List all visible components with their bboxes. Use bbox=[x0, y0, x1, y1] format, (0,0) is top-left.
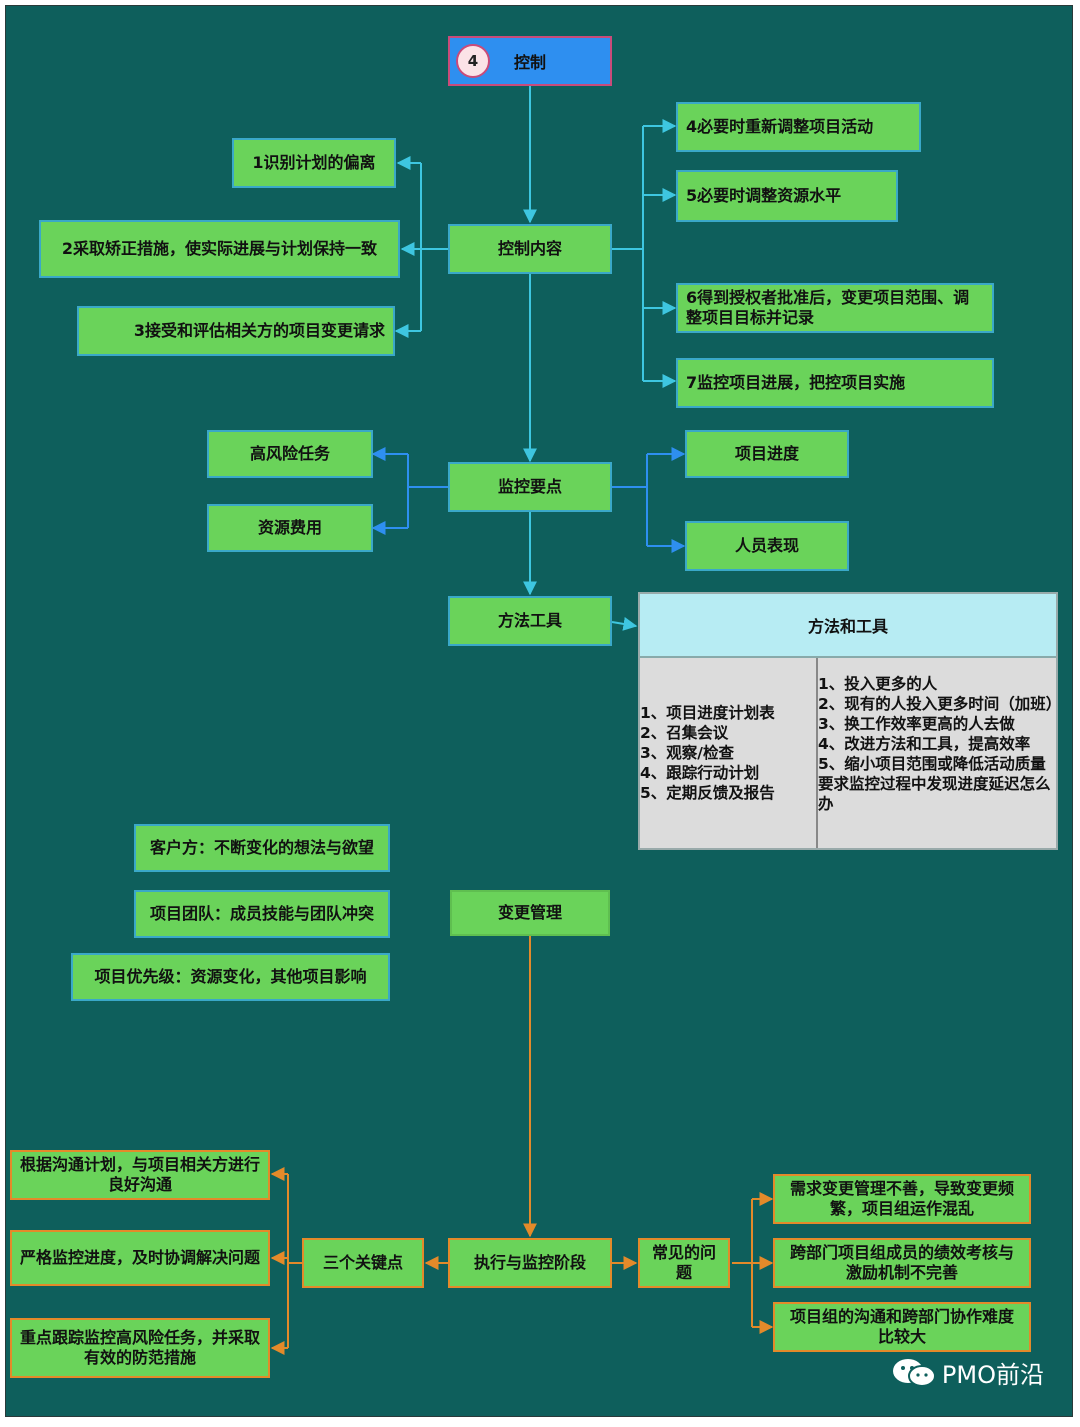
header-title: 控制 bbox=[514, 53, 547, 72]
problem-item: 跨部门项目组成员的绩效考核与激励机制不完善 bbox=[773, 1238, 1031, 1288]
control-right-item: 6得到授权者批准后，变更项目范围、调整项目目标并记录 bbox=[676, 283, 994, 333]
diagram-canvas: 4 控制 控制内容 1识别计划的偏离 2采取矫正措施，使实际进展与计划保持一致 … bbox=[5, 5, 1073, 1417]
problem-item: 需求变更管理不善，导致变更频繁，项目组运作混乱 bbox=[773, 1174, 1031, 1224]
key-point-item: 重点跟踪监控高风险任务，并采取有效的防范措施 bbox=[10, 1318, 270, 1378]
methods-col2-line: 4、改进方法和工具，提高效率 bbox=[818, 735, 1031, 753]
monitor-points-node: 监控要点 bbox=[448, 462, 612, 512]
header-node: 4 控制 bbox=[448, 36, 612, 86]
methods-col1-line: 5、定期反馈及报告 bbox=[640, 784, 775, 802]
methods-tools-node: 方法工具 bbox=[448, 596, 612, 646]
brand-name: PMO前沿 bbox=[941, 1361, 1044, 1389]
key-points-node: 三个关键点 bbox=[302, 1238, 424, 1288]
control-right-item: 4必要时重新调整项目活动 bbox=[676, 102, 921, 152]
control-right-item: 7监控项目进展，把控项目实施 bbox=[676, 358, 994, 408]
control-left-item: 1识别计划的偏离 bbox=[232, 138, 396, 188]
key-point-item: 根据沟通计划，与项目相关方进行良好沟通 bbox=[10, 1150, 270, 1200]
control-content-node: 控制内容 bbox=[448, 224, 612, 274]
monitor-left-item: 高风险任务 bbox=[207, 430, 373, 478]
control-left-item: 2采取矫正措施，使实际进展与计划保持一致 bbox=[39, 220, 400, 278]
change-management-node: 变更管理 bbox=[450, 890, 610, 936]
change-item: 项目团队：成员技能与团队冲突 bbox=[134, 890, 390, 938]
monitor-right-item: 人员表现 bbox=[685, 521, 849, 571]
methods-table: 方法和工具 1、项目进度计划表 2、召集会议 3、观察/检查 4、跟踪行动计划 … bbox=[638, 592, 1062, 850]
change-item: 客户方：不断变化的想法与欲望 bbox=[134, 824, 390, 872]
change-item: 项目优先级：资源变化，其他项目影响 bbox=[71, 953, 390, 1001]
brand-watermark: PMO前沿 bbox=[892, 1355, 1044, 1390]
methods-col2-line: 3、换工作效率更高的人去做 bbox=[818, 715, 1015, 733]
connector-lines bbox=[270, 86, 774, 1355]
methods-col2-line: 2、现有的人投入更多时间（加班） bbox=[818, 695, 1062, 713]
monitor-right-item: 项目进度 bbox=[685, 430, 849, 478]
wechat-icon bbox=[892, 1358, 936, 1388]
methods-table-title: 方法和工具 bbox=[640, 594, 1056, 658]
methods-col1-line: 2、召集会议 bbox=[640, 724, 729, 742]
methods-col2-line: 5、缩小项目范围或降低活动质量要求监控过程中发现进度延迟怎么办 bbox=[818, 755, 1051, 813]
monitor-left-item: 资源费用 bbox=[207, 504, 373, 552]
problem-item: 项目组的沟通和跨部门协作难度比较大 bbox=[773, 1302, 1031, 1352]
methods-col1-line: 3、观察/检查 bbox=[640, 744, 734, 762]
methods-col1-line: 4、跟踪行动计划 bbox=[640, 764, 760, 782]
common-problems-node: 常见的问题 bbox=[638, 1238, 730, 1288]
execution-node: 执行与监控阶段 bbox=[448, 1238, 612, 1288]
methods-col1-line: 1、项目进度计划表 bbox=[640, 704, 775, 722]
control-right-item: 5必要时调整资源水平 bbox=[676, 170, 898, 222]
key-point-item: 严格监控进度，及时协调解决问题 bbox=[10, 1230, 270, 1286]
methods-col2-line: 1、投入更多的人 bbox=[818, 675, 938, 693]
methods-table-col2: 1、投入更多的人 2、现有的人投入更多时间（加班） 3、换工作效率更高的人去做 … bbox=[818, 658, 1062, 848]
step-number-badge: 4 bbox=[456, 44, 490, 78]
control-left-item: 3接受和评估相关方的项目变更请求 bbox=[77, 306, 395, 356]
methods-table-col1: 1、项目进度计划表 2、召集会议 3、观察/检查 4、跟踪行动计划 5、定期反馈… bbox=[640, 658, 818, 848]
